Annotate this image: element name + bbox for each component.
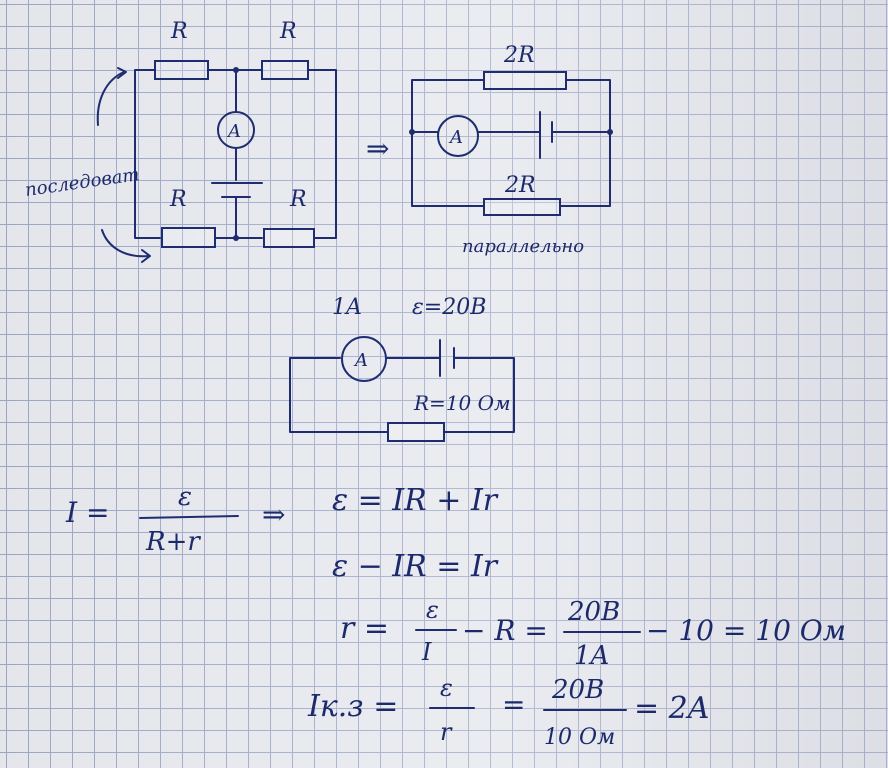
formula-emf: ε = IR + Ir <box>332 483 499 518</box>
ammeter-circle <box>217 111 255 149</box>
implies-arrow: ⇒ <box>366 132 389 165</box>
formula-r-result: − 10 = 10 Ом <box>646 614 846 647</box>
ammeter-circle <box>341 336 387 382</box>
label-2r: 2R <box>503 43 535 68</box>
formula-short-circuit-result: = 2A <box>634 691 709 726</box>
resistor <box>154 60 209 80</box>
fraction-denominator: r <box>440 718 453 746</box>
label-2r: 2R <box>504 173 536 198</box>
fraction-numerator: 20B <box>551 675 604 705</box>
resistor <box>263 228 315 248</box>
fraction-denominator: I <box>421 638 432 666</box>
circuit-given: 1A ε=20B A R=10 Ом <box>289 295 515 442</box>
formula-r-lhs: r = <box>340 611 389 646</box>
circuit-parallel: 2R 2R A параллельно <box>409 43 613 257</box>
note-parallel: параллельно <box>462 236 584 257</box>
ammeter-label: A <box>226 121 241 142</box>
fraction-numerator: ε <box>440 674 453 702</box>
formula-short-circuit-lhs: Iк.з = <box>307 689 398 724</box>
resistance-value: R=10 Ом <box>413 391 511 415</box>
resistor <box>387 422 445 442</box>
ammeter-label: A <box>353 350 368 371</box>
label-r: R <box>170 19 188 44</box>
implies-arrow: ⇒ <box>262 498 285 531</box>
formula-r-mid: − R = <box>462 614 548 647</box>
resistor <box>483 71 567 90</box>
fraction-denominator: R+r <box>145 527 201 557</box>
label-r: R <box>169 187 187 212</box>
fraction-numerator: ε <box>178 482 192 512</box>
formula-equals: = <box>502 688 525 721</box>
resistor <box>483 198 561 216</box>
fraction-denominator: 10 Ом <box>544 725 615 750</box>
formula-ohm-lhs: I = <box>65 496 109 529</box>
formulas: I = ε R+r ⇒ ε = IR + Ir ε − IR = Ir r = … <box>65 482 846 750</box>
label-r: R <box>289 187 307 212</box>
note-series: последоват <box>24 164 141 201</box>
ammeter-circle <box>437 115 479 157</box>
fraction-denominator: 1A <box>574 641 609 671</box>
fraction-numerator: ε <box>426 596 439 624</box>
resistor <box>161 227 216 248</box>
given-current: 1A <box>332 295 362 320</box>
fraction-numerator: 20B <box>567 597 620 627</box>
label-r: R <box>279 19 297 44</box>
given-emf: ε=20B <box>412 295 486 320</box>
ammeter-label: A <box>448 127 463 148</box>
resistor <box>261 60 309 80</box>
formula-emf-rearranged: ε − IR = Ir <box>332 549 499 584</box>
circuit-series: R R R R A последоват <box>24 19 337 263</box>
